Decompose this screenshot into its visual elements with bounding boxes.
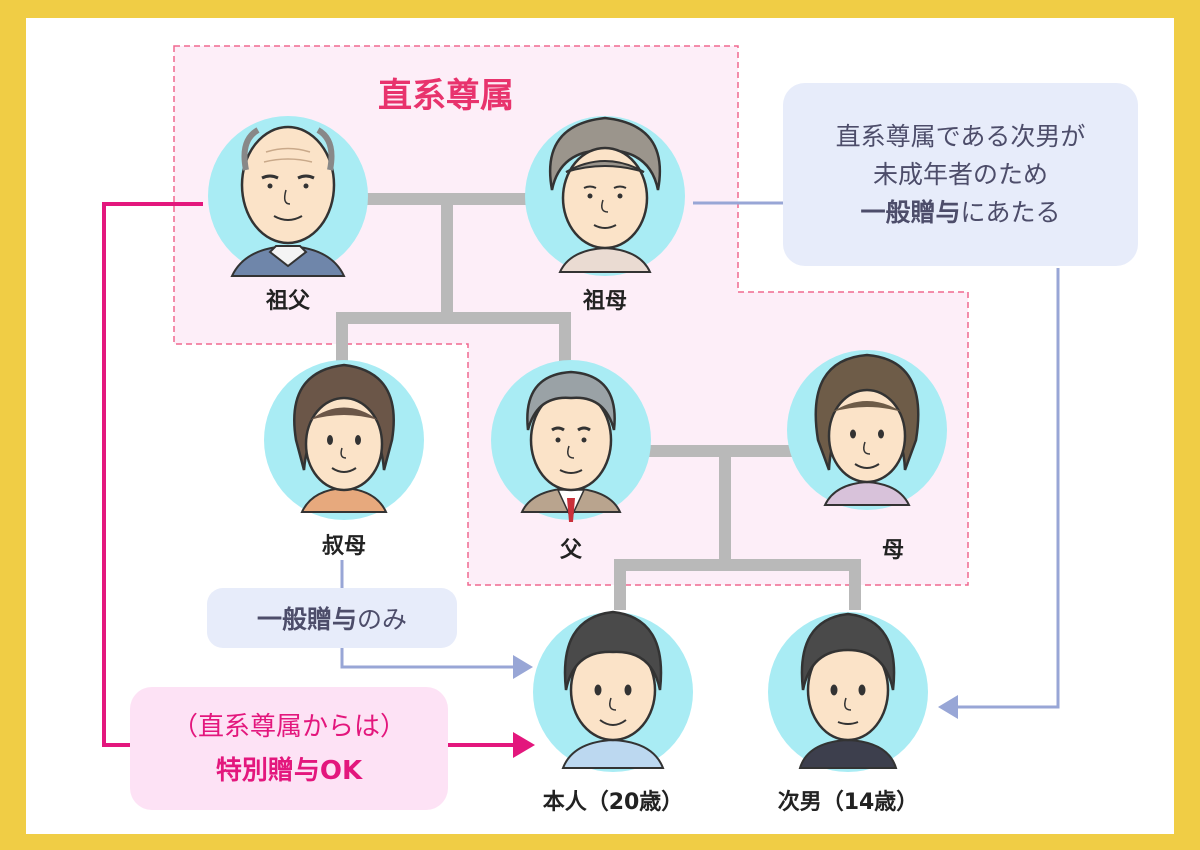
label-grandfather: 祖父 bbox=[265, 289, 311, 314]
label-mother: 母 bbox=[881, 538, 905, 563]
arrowhead-aunt-to-self bbox=[513, 655, 533, 679]
note-right-line1: 直系尊属である次男が bbox=[835, 121, 1086, 151]
label-father: 父 bbox=[559, 538, 583, 563]
arrowhead-special-to-self bbox=[513, 732, 535, 758]
tree-lines bbox=[336, 193, 861, 610]
special-gift-arrow bbox=[102, 202, 515, 747]
label-grandmother: 祖母 bbox=[582, 289, 628, 314]
note-right-rest: にあたる bbox=[960, 197, 1061, 227]
region-label: 直系尊属 bbox=[378, 76, 514, 116]
self-avatar-icon bbox=[533, 610, 693, 772]
brother-avatar-icon bbox=[768, 612, 928, 772]
note-right-line3: 一般贈与にあたる bbox=[860, 194, 1060, 232]
note-aunt-rest: のみ bbox=[357, 605, 408, 634]
note-right-bold: 一般贈与 bbox=[860, 197, 961, 227]
note-aunt-bold: 一般贈与 bbox=[256, 605, 357, 634]
father-avatar-icon bbox=[491, 360, 651, 522]
label-self: 本人（20歳） bbox=[542, 790, 684, 815]
note-aunt-line: 一般贈与のみ bbox=[257, 600, 407, 636]
note-left-line2: 特別贈与OK bbox=[215, 755, 363, 786]
label-brother: 次男（14歳） bbox=[777, 790, 919, 815]
note-special-gift: （直系尊属からは） 特別贈与OK bbox=[130, 687, 448, 810]
note-general-gift-brother: 直系尊属である次男が 未成年者のため 一般贈与にあたる bbox=[783, 83, 1138, 266]
label-aunt: 叔母 bbox=[321, 534, 367, 559]
note-left-line1: （直系尊属からは） bbox=[171, 711, 406, 742]
aunt-avatar-icon bbox=[264, 360, 424, 520]
note-right-line2: 未成年者のため bbox=[872, 159, 1048, 189]
grandfather-avatar-icon bbox=[208, 116, 368, 277]
mother-avatar-icon bbox=[787, 350, 947, 510]
grandmother-avatar-icon bbox=[525, 116, 685, 276]
arrowhead-to-brother bbox=[938, 695, 958, 719]
note-general-gift-only: 一般贈与のみ bbox=[207, 588, 457, 648]
